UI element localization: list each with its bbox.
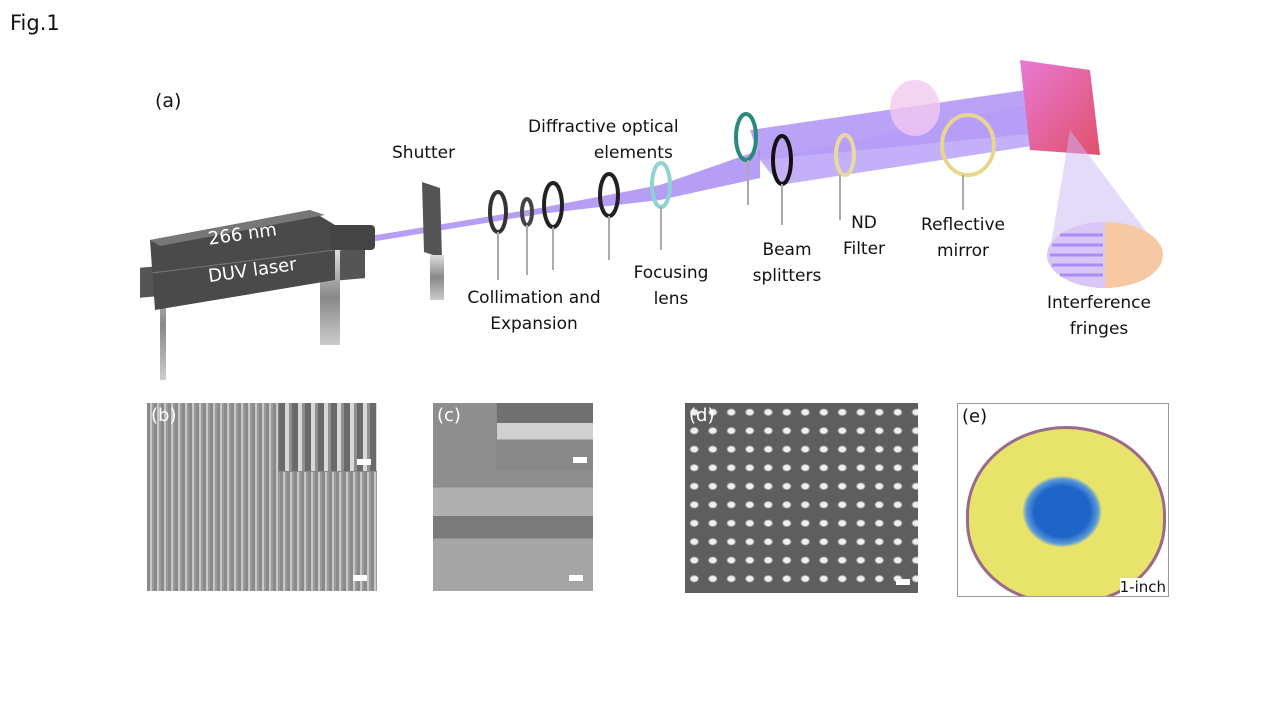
- panel-c-inset: [496, 403, 593, 470]
- panel-c-sem-cross-section: (c): [433, 403, 593, 591]
- panel-d-sem-pillar-array: (d): [685, 403, 918, 593]
- fringes-label-line1: Interference: [1046, 293, 1151, 313]
- scale-bar: [896, 579, 910, 585]
- mirror-label-line2: mirror: [937, 241, 989, 261]
- beam-label-line1: Beam: [762, 240, 812, 260]
- laser-body: [140, 210, 375, 380]
- scale-bar: [569, 575, 583, 581]
- focusing-label-line1: Focusing: [633, 263, 709, 283]
- collimation-label: Collimation and Expansion: [466, 285, 602, 337]
- nd-filter: [834, 133, 856, 177]
- scale-bar: [573, 457, 587, 463]
- beam-splitters-label: Beam splitters: [752, 237, 822, 289]
- zoom-cone: [1050, 130, 1160, 250]
- panel-b-sem-gratings: (b): [147, 403, 377, 591]
- wafer-size-label: 1-inch: [1119, 578, 1166, 596]
- sample-substrate: [1020, 60, 1100, 155]
- fringes-label-line2: fringes: [1069, 319, 1129, 339]
- nd-label-line2: Filter: [842, 239, 886, 259]
- doe-label: Diffractive optical elements: [528, 114, 679, 166]
- laser-beam: [370, 150, 760, 242]
- mirror-label: Reflective mirror: [920, 212, 1006, 264]
- beam-splitter-1: [734, 112, 758, 162]
- doe-label-line1: Diffractive optical: [528, 117, 679, 137]
- panel-e-wafer-photo: (e) 1-inch: [957, 403, 1169, 597]
- panel-b-inset: [278, 403, 377, 472]
- reflective-mirror: [940, 113, 996, 177]
- collimation-lens-1: [488, 190, 508, 234]
- panel-c-label: (c): [437, 405, 461, 426]
- doe-label-line2: elements: [593, 143, 673, 163]
- panel-b-label: (b): [151, 405, 177, 426]
- figure-title: Fig.1: [10, 11, 60, 35]
- shutter-label: Shutter: [392, 143, 456, 163]
- collimation-label-line2: Expansion: [490, 314, 578, 334]
- mirror-label-line1: Reflective: [921, 215, 1005, 235]
- beam-label-line2: splitters: [752, 266, 822, 286]
- optical-setup-diagram: [140, 60, 1163, 380]
- panel-d-label: (d): [689, 405, 715, 426]
- focusing-label: Focusing lens: [632, 260, 710, 312]
- panel-e-label: (e): [962, 406, 988, 427]
- scale-bar: [353, 575, 367, 581]
- panel-a-label: (a): [155, 90, 182, 112]
- nd-filter-label: ND Filter: [840, 210, 888, 262]
- interference-fringes-inset: [1047, 222, 1163, 288]
- wafer: [966, 426, 1166, 596]
- shutter: [422, 182, 442, 258]
- fringes-label: Interference fringes: [1044, 290, 1154, 342]
- nd-label-line1: ND: [851, 213, 877, 233]
- collimation-label-line1: Collimation and: [467, 288, 601, 308]
- scale-bar: [357, 459, 371, 465]
- mirror-back: [890, 80, 940, 136]
- focusing-label-line2: lens: [653, 289, 689, 309]
